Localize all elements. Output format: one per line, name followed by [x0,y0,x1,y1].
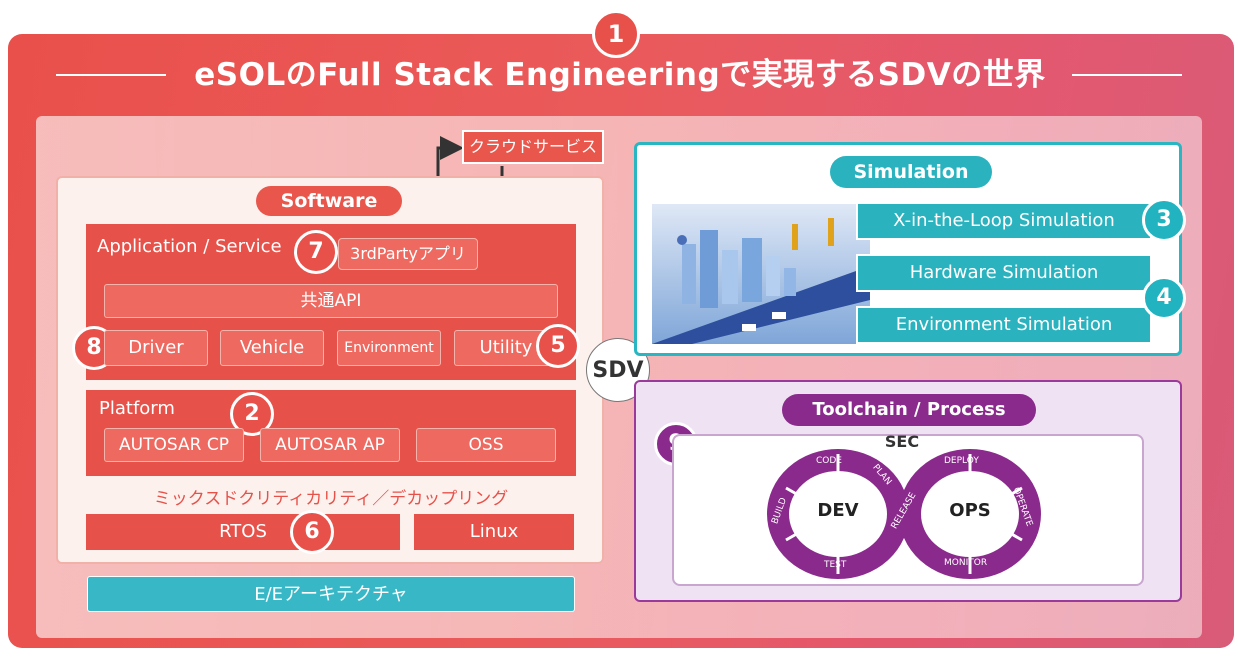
service-driver: Driver [104,330,208,366]
platform-autosar-cp: AUTOSAR CP [104,428,244,462]
platform-autosar-ap: AUTOSAR AP [260,428,400,462]
application-service-label: Application / Service [97,236,282,257]
badge-1: 1 [592,10,640,58]
third-party-app: 3rdPartyアプリ [338,238,478,270]
simulation-label: Simulation [830,156,992,188]
badge-4: 4 [1142,276,1186,320]
platform-label: Platform [99,398,175,419]
dev-label: DEV [817,500,859,521]
badge-5: 5 [536,324,580,368]
title-rule-right [1072,74,1182,76]
badge-6: 6 [290,510,334,554]
toolchain-label: Toolchain / Process [782,394,1036,426]
badge-3: 3 [1142,198,1186,242]
linux-label: Linux [469,521,519,542]
service-vehicle: Vehicle [220,330,324,366]
linux-box [414,514,574,550]
rtos-box [86,514,400,550]
sim-hardware: Hardware Simulation [856,254,1152,292]
ee-architecture: E/Eアーキテクチャ [87,576,575,612]
sim-environment: Environment Simulation [856,306,1152,344]
platform-oss: OSS [416,428,556,462]
ops-label: OPS [949,500,991,521]
service-environment: Environment [337,330,441,366]
sim-x-in-the-loop: X-in-the-Loop Simulation [856,202,1152,240]
stage-deploy: DEPLOY [944,456,979,466]
software-label: Software [256,186,402,216]
devops-loop [767,449,1041,579]
sec-label: SEC [884,432,920,451]
title-rule-left [56,74,166,76]
badge-7: 7 [294,230,338,274]
stage-code: CODE [816,456,842,466]
mixed-criticality-text: ミックスドクリティカリティ／デカップリング [153,489,509,509]
common-api: 共通API [104,284,558,318]
page-title: eSOLのFull Stack Engineeringで実現するSDVの世界 [194,57,1046,93]
stage-test: TEST [824,560,847,570]
city-illustration [652,204,870,344]
rtos-label: RTOS [219,521,267,542]
cloud-service-box: クラウドサービス [462,130,604,164]
stage-monitor: MONITOR [944,558,988,568]
